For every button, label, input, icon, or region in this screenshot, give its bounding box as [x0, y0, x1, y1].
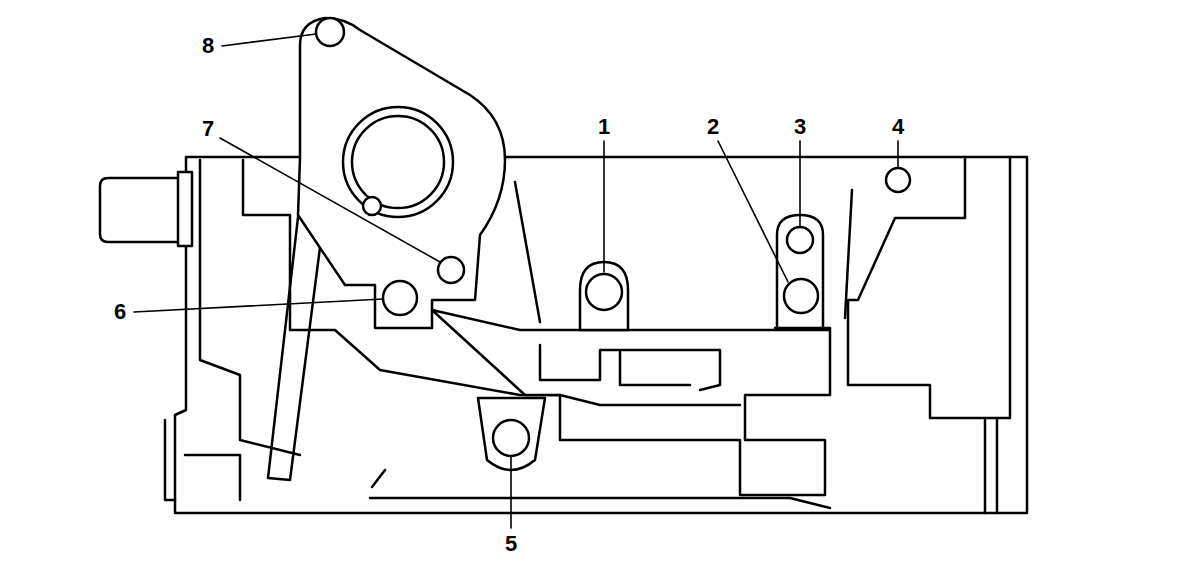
callout-number: 7: [202, 118, 214, 140]
casting-line: [165, 420, 240, 500]
bolt: [787, 227, 813, 253]
hose-fitting: [100, 178, 180, 242]
casting-line: [560, 395, 740, 405]
bolt: [383, 281, 417, 315]
callout-number: 6: [114, 301, 126, 323]
leader-line: [603, 141, 605, 272]
bolt: [493, 420, 529, 456]
casting-line: [370, 470, 830, 508]
bolt: [784, 279, 818, 313]
manifold-flange: [432, 310, 830, 495]
leader-line: [220, 138, 440, 262]
bolt: [316, 18, 344, 46]
casting-rib: [515, 182, 540, 322]
casting-line: [540, 345, 720, 390]
callout-number: 8: [202, 35, 214, 57]
casting-line: [985, 420, 997, 513]
bolt: [586, 274, 622, 310]
bolt: [438, 257, 464, 283]
hose-flange: [178, 172, 192, 246]
callout-number: 3: [794, 116, 806, 138]
leader-line: [510, 456, 512, 528]
seal-bore: [352, 116, 444, 208]
callout-number: 5: [505, 533, 517, 555]
leader-line: [222, 34, 316, 46]
bolt: [886, 168, 910, 192]
bolt-boss: [777, 215, 823, 328]
cover-plate: [298, 18, 505, 328]
casting-line: [848, 157, 1010, 418]
callout-number: 4: [892, 116, 904, 138]
dowel: [363, 197, 381, 215]
leader-line: [134, 299, 383, 312]
callout-number: 2: [707, 116, 719, 138]
leader-line: [799, 141, 801, 226]
leader-line: [897, 141, 899, 167]
seal-bore: [343, 107, 453, 217]
callout-number: 1: [598, 116, 610, 138]
leader-line: [718, 141, 788, 282]
